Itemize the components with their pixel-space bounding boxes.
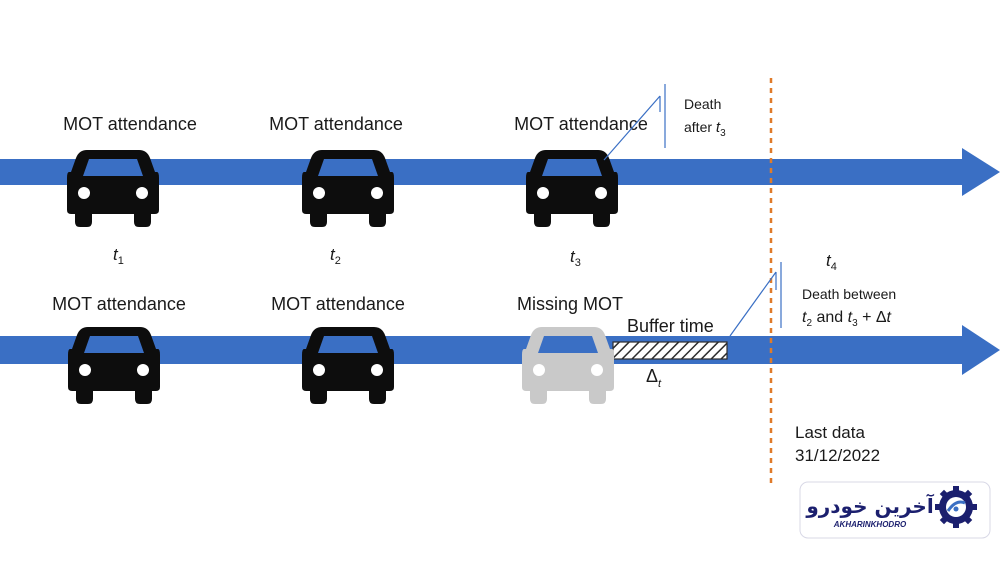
car-icon-row1-2 (302, 150, 394, 227)
car-icon-row2-1 (68, 327, 160, 404)
row1-label-1: MOT attendance (63, 114, 197, 134)
row2-label-3-missing: Missing MOT (517, 294, 623, 314)
car-icon-row1-3 (526, 150, 618, 227)
time-label-t2: t2 (330, 245, 341, 267)
car-icon-row1-1 (67, 150, 159, 227)
logo-text-en: AKHARINKHODRO (833, 520, 907, 529)
row2-death-line1: Death between (802, 286, 896, 302)
car-icon-row2-2 (302, 327, 394, 404)
timeline-arrow-row2 (0, 325, 1000, 375)
time-label-t3: t3 (570, 247, 581, 269)
akharin-khodro-logo: آخرین خودرو AKHARINKHODRO (799, 481, 991, 539)
row1-death-line2: after t3 (684, 119, 726, 139)
row1-death-line1: Death (684, 96, 721, 112)
row1-label-3: MOT attendance (514, 114, 648, 134)
row2-label-1: MOT attendance (52, 294, 186, 314)
row1-death-callout (603, 84, 666, 161)
row2-label-2: MOT attendance (271, 294, 405, 314)
delta-t-label: Δt (646, 366, 662, 390)
logo-text-fa: آخرین خودرو (805, 493, 934, 518)
time-label-t1: t1 (113, 245, 124, 267)
row1-label-2: MOT attendance (269, 114, 403, 134)
car-icon-row2-3-missing (522, 327, 614, 404)
last-data-line1: Last data (795, 423, 865, 442)
gear-icon (935, 486, 977, 528)
buffer-time-box (612, 341, 728, 360)
row2-death-callout (729, 262, 782, 337)
time-label-t4: t4 (826, 251, 837, 273)
row2-death-line2: t2 and t3 + Δt (802, 309, 892, 329)
buffer-time-label: Buffer time (627, 316, 714, 336)
last-data-line2: 31/12/2022 (795, 446, 880, 465)
timeline-arrow-row1 (0, 148, 1000, 196)
